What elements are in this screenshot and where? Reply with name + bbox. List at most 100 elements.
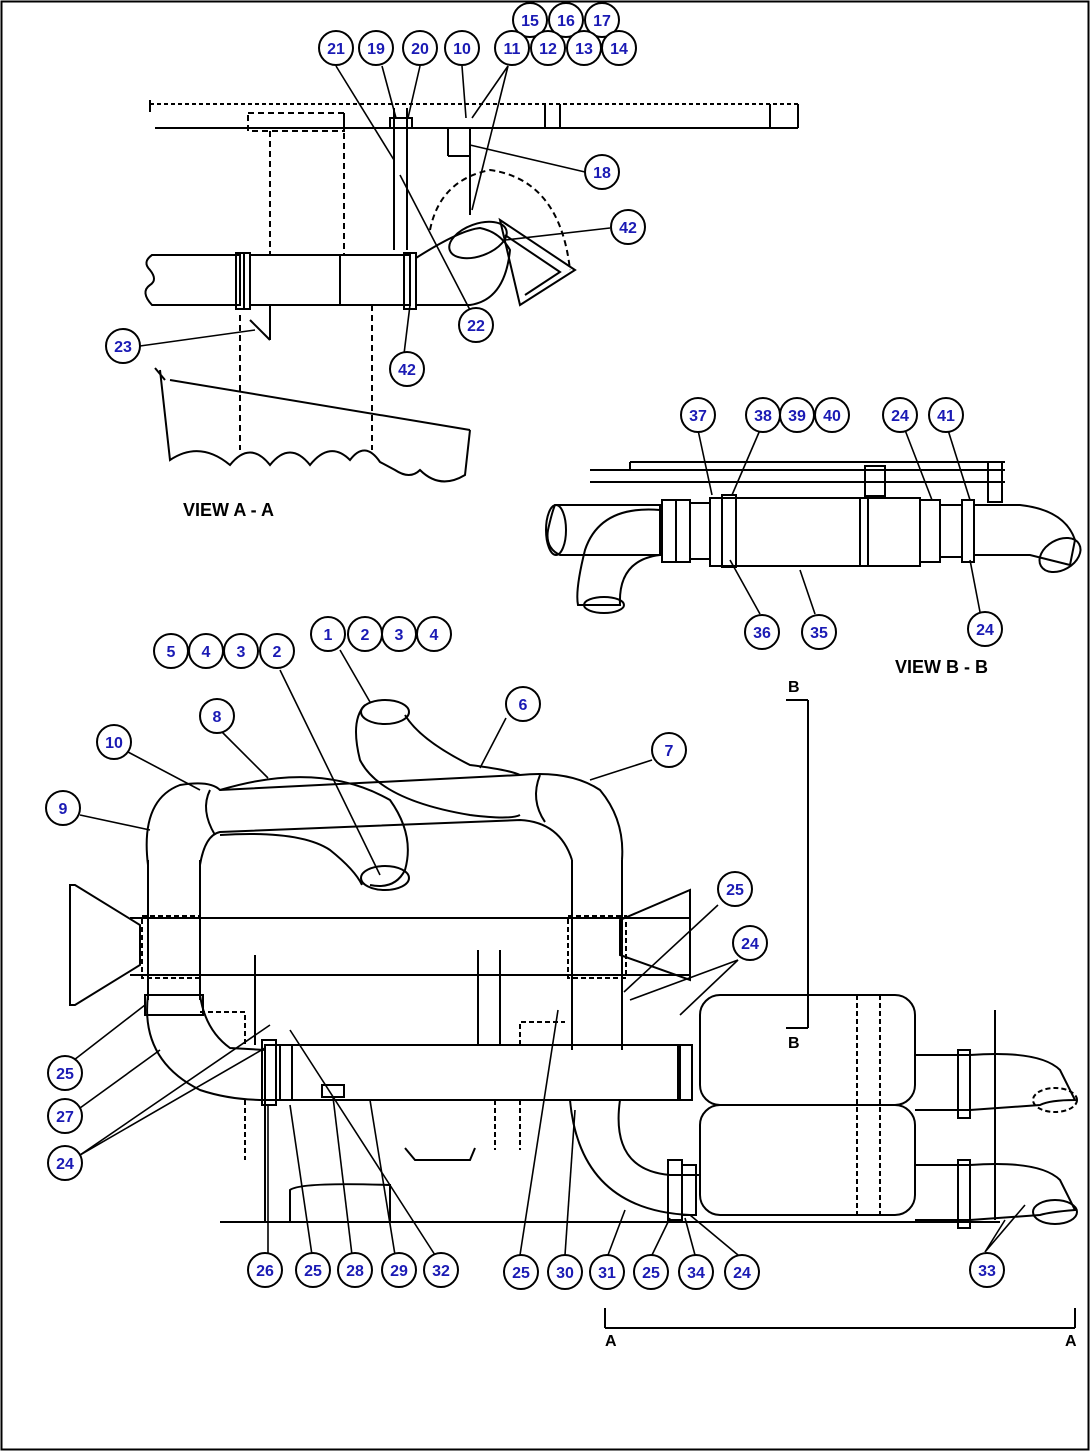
callout-circle bbox=[678, 1254, 714, 1290]
callout-number: 31 bbox=[598, 1265, 616, 1282]
callout-number: 3 bbox=[237, 644, 246, 661]
callout-number: 4 bbox=[202, 644, 211, 661]
callout-number: 32 bbox=[432, 1263, 450, 1280]
callout-number: 6 bbox=[519, 697, 528, 714]
view-labels: VIEW A - A VIEW B - B A A B B bbox=[183, 500, 1077, 1350]
callout-number: 24 bbox=[741, 936, 759, 953]
callout-number: 33 bbox=[978, 1263, 996, 1280]
callout-circle bbox=[505, 686, 541, 722]
callout-number: 35 bbox=[810, 625, 828, 642]
callout-circle bbox=[732, 925, 768, 961]
view-bb-label: VIEW B - B bbox=[895, 657, 988, 677]
callout-circle bbox=[389, 351, 425, 387]
callout-number: 26 bbox=[256, 1263, 274, 1280]
callout-circle bbox=[223, 633, 259, 669]
view-aa-label: VIEW A - A bbox=[183, 500, 274, 520]
view-bb-drawing bbox=[545, 461, 1082, 614]
callout-number: 9 bbox=[59, 801, 68, 818]
callout-circle bbox=[444, 30, 480, 66]
callout-circle bbox=[717, 871, 753, 907]
callout-number: 24 bbox=[56, 1156, 74, 1173]
callout-number: 2 bbox=[273, 644, 282, 661]
callout-number: 1 bbox=[324, 627, 333, 644]
callout-circle bbox=[547, 1254, 583, 1290]
callout-number: 15 bbox=[521, 13, 539, 30]
callout-circle bbox=[295, 1252, 331, 1288]
callout-circle bbox=[610, 209, 646, 245]
callout-circle bbox=[96, 724, 132, 760]
callout-circle bbox=[105, 328, 141, 364]
section-b-bottom-label: B bbox=[788, 1035, 800, 1052]
callout-number: 25 bbox=[726, 882, 744, 899]
callout-number: 12 bbox=[539, 41, 557, 58]
callout-circle bbox=[512, 2, 548, 38]
callout-number: 28 bbox=[346, 1263, 364, 1280]
callout-circle bbox=[416, 616, 452, 652]
callout-number: 19 bbox=[367, 41, 385, 58]
callout-number: 36 bbox=[753, 625, 771, 642]
callout-circle bbox=[310, 616, 346, 652]
callout-circle bbox=[601, 30, 637, 66]
callout-circle bbox=[744, 614, 780, 650]
callout-number: 27 bbox=[56, 1109, 74, 1126]
callout-circle bbox=[633, 1254, 669, 1290]
callout-number: 42 bbox=[398, 362, 416, 379]
callout-circle bbox=[882, 397, 918, 433]
callout-circle bbox=[651, 732, 687, 768]
callout-number: 24 bbox=[733, 1265, 751, 1282]
callout-circle bbox=[801, 614, 837, 650]
callout-number: 11 bbox=[504, 41, 521, 58]
callout-number: 24 bbox=[891, 408, 909, 425]
callout-circle bbox=[584, 2, 620, 38]
callout-circle bbox=[967, 611, 1003, 647]
callout-number: 25 bbox=[56, 1066, 74, 1083]
callout-number: 37 bbox=[689, 408, 707, 425]
callout-number: 16 bbox=[557, 13, 575, 30]
callout-circle bbox=[199, 698, 235, 734]
section-b-top-label: B bbox=[788, 679, 800, 696]
callout-number: 29 bbox=[390, 1263, 408, 1280]
callout-circle bbox=[494, 30, 530, 66]
callout-number: 25 bbox=[304, 1263, 322, 1280]
callout-circle bbox=[45, 790, 81, 826]
callout-number: 30 bbox=[556, 1265, 574, 1282]
callout-number: 22 bbox=[467, 318, 485, 335]
callout-number: 25 bbox=[642, 1265, 660, 1282]
callout-circle bbox=[589, 1254, 625, 1290]
callout-circle bbox=[402, 30, 438, 66]
callout-number: 40 bbox=[823, 408, 841, 425]
callout-number: 13 bbox=[575, 41, 593, 58]
callout-number: 3 bbox=[395, 627, 404, 644]
leader-lines bbox=[73, 65, 1026, 1256]
callout-number: 20 bbox=[411, 41, 429, 58]
callout-number: 10 bbox=[105, 735, 123, 752]
callout-circle bbox=[724, 1254, 760, 1290]
callout-circle bbox=[680, 397, 716, 433]
callout-number: 38 bbox=[754, 408, 772, 425]
callout-number: 4 bbox=[430, 627, 439, 644]
callout-number: 2 bbox=[361, 627, 370, 644]
view-aa-drawing bbox=[144, 100, 799, 483]
section-a-right-label: A bbox=[1065, 1333, 1077, 1350]
callout-circle bbox=[381, 1252, 417, 1288]
callout-number: 41 bbox=[937, 408, 955, 425]
callout-circle bbox=[423, 1252, 459, 1288]
callout-circle bbox=[318, 30, 354, 66]
callout-number: 7 bbox=[665, 743, 674, 760]
section-a-left-label: A bbox=[605, 1333, 617, 1350]
callout-circle bbox=[259, 633, 295, 669]
main-view-drawing bbox=[69, 699, 1078, 1329]
callout-circle bbox=[47, 1145, 83, 1181]
callout-circle bbox=[503, 1254, 539, 1290]
callout-circle bbox=[47, 1055, 83, 1091]
callout-circle bbox=[530, 30, 566, 66]
callout-circle bbox=[337, 1252, 373, 1288]
callout-number: 42 bbox=[619, 220, 637, 237]
callout-number: 24 bbox=[976, 622, 994, 639]
callout-number: 10 bbox=[453, 41, 471, 58]
callout-number: 23 bbox=[114, 339, 132, 356]
callout-circle bbox=[47, 1098, 83, 1134]
